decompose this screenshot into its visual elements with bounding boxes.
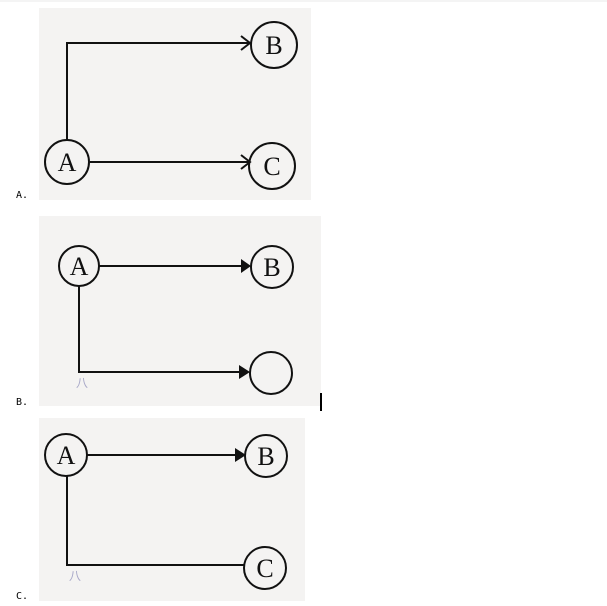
option-c-diagram[interactable]: A B C 八 [39,418,305,601]
option-a-graph: A B C [44,21,298,190]
option-a-diagram[interactable]: A B C [39,8,311,200]
node-a-label: A [57,441,76,470]
edge-a-to-empty [78,286,244,373]
node-c [248,142,296,190]
node-b-label: B [263,253,280,282]
node-c [243,546,287,590]
option-b-label: B. [16,397,29,408]
open-arrowhead-icon [240,35,252,51]
option-c-label: C. [16,591,29,602]
filled-arrowhead-icon [241,259,251,273]
node-a-label: A [70,252,89,281]
node-b [244,434,288,478]
annotation-mark: 八 [69,569,81,583]
option-b-diagram[interactable]: A B 八 [39,216,321,406]
node-a-label: A [58,148,77,177]
edge-a-to-b [66,42,250,140]
annotation-mark: 八 [76,376,88,390]
option-b-graph: A B 八 [58,245,294,395]
filled-arrowhead-icon [235,448,246,462]
filled-arrowhead-icon [239,365,250,379]
option-c-graph: A B C 八 [44,433,288,590]
node-c-label: C [263,152,280,181]
node-b-label: B [257,442,274,471]
node-a [44,139,90,185]
option-a-label: A. [16,190,29,201]
node-a [58,245,100,287]
node-b [250,21,298,69]
node-b [250,245,294,289]
node-b-label: B [265,31,282,60]
top-divider [0,0,607,2]
node-c-label: C [256,554,273,583]
node-a [44,433,88,477]
edge-a-to-c [66,475,244,566]
text-cursor [320,393,322,411]
node-empty [249,351,293,395]
